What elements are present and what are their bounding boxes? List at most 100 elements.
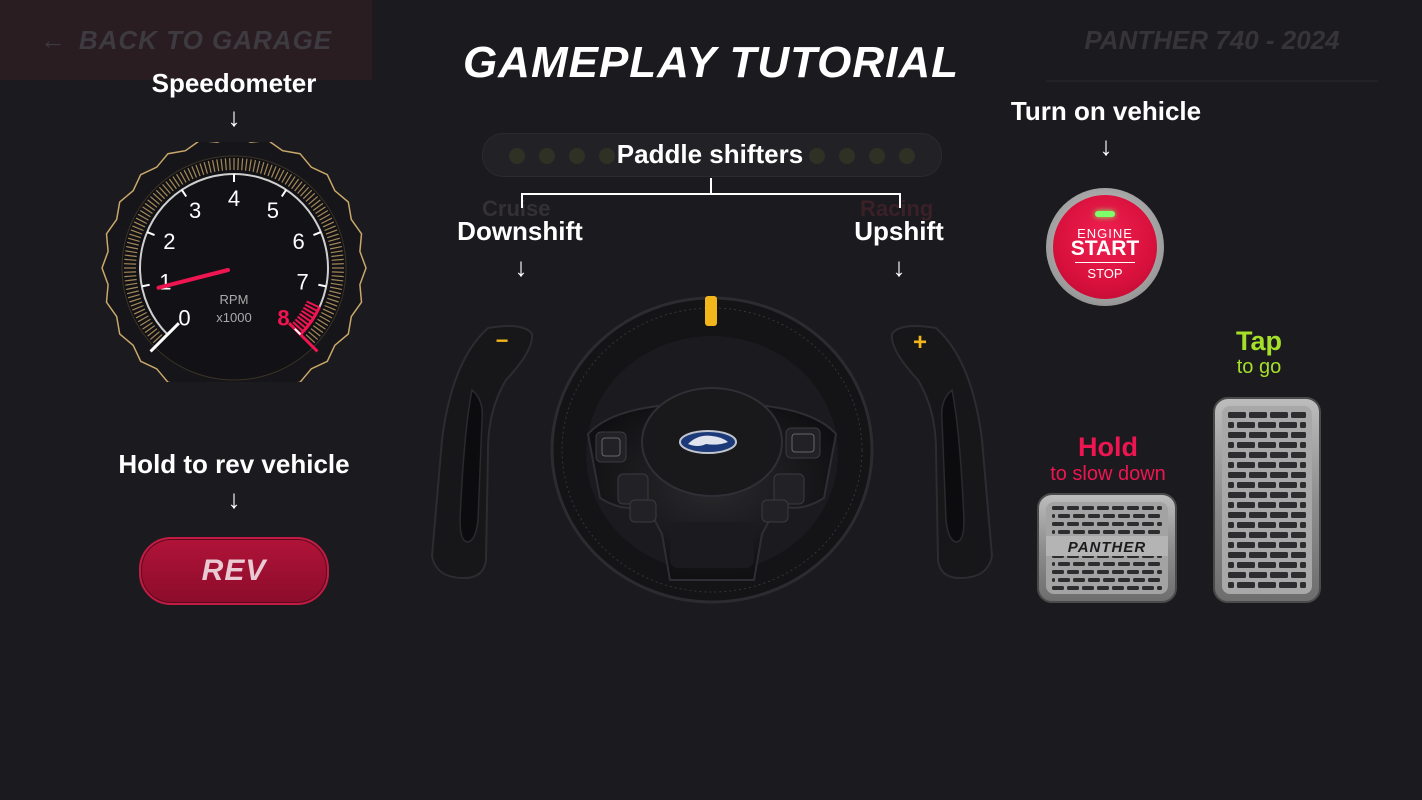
car-name: PANTHER 740 - 2024 (1046, 0, 1378, 82)
gauge-minor-tick (129, 297, 141, 303)
pedal-grip-slot (1148, 578, 1160, 582)
page-title: GAMEPLAY TUTORIAL (462, 38, 960, 87)
stop-text: STOP (1087, 266, 1123, 281)
pedal-grip-slot (1052, 514, 1055, 518)
racing-hint: Racing (860, 196, 934, 221)
gas-pedal[interactable] (1212, 396, 1322, 604)
rpm-multiplier-label: x1000 (216, 310, 251, 325)
gauge-minor-tick (147, 199, 158, 208)
pedal-grip-slot (1258, 522, 1276, 528)
pedal-grip-slot (1258, 462, 1276, 468)
gauge-minor-tick (277, 169, 285, 181)
gauge-minor-tick (302, 189, 313, 200)
wheel-button[interactable] (785, 427, 821, 459)
gauge-minor-tick (315, 321, 326, 330)
pedal-grip-slot (1142, 570, 1154, 574)
gauge-major-tick (180, 189, 188, 198)
pedal-grip-slot (1052, 522, 1064, 526)
pedal-grip-slot (1279, 462, 1297, 468)
gauge-minor-tick (329, 241, 342, 246)
wheel-button[interactable] (773, 473, 805, 505)
pedal-grip-slot (1142, 506, 1154, 510)
gauge-minor-tick (199, 163, 205, 175)
pedal-grip-slot (1133, 514, 1145, 518)
pedal-grip-slot (1052, 562, 1055, 566)
gauge-minor-tick (139, 210, 151, 218)
pedal-grip-slot (1052, 578, 1055, 582)
wheel-button[interactable] (761, 499, 789, 523)
gauge-redline-tick (306, 300, 320, 309)
pedal-grip-slot (1082, 506, 1094, 510)
gauge-minor-tick (291, 178, 300, 190)
brake-pedal[interactable]: PANTHER (1036, 492, 1178, 604)
pedal-grip-slot (1103, 562, 1115, 566)
gauge-redline-tick (296, 315, 310, 326)
gauge-minor-tick (287, 176, 296, 187)
gas-title: Tap (1236, 326, 1282, 356)
gauge-minor-tick (224, 158, 227, 171)
gauge-minor-tick (168, 178, 177, 190)
pedal-grip-slot (1118, 514, 1130, 518)
shift-light (839, 148, 855, 164)
shift-light (809, 148, 825, 164)
pedal-grip-slot (1228, 452, 1246, 458)
gauge-minor-tick (331, 275, 344, 278)
pedal-grip-slot (1300, 582, 1306, 588)
gauge-minor-tick (327, 297, 339, 303)
gauge-minor-tick (152, 334, 163, 344)
back-to-garage-button[interactable]: ← BACK TO GARAGE (0, 0, 372, 80)
gauge-minor-tick (284, 173, 292, 185)
engine-start-stop-button[interactable]: ENGINE START STOP (1046, 188, 1164, 306)
downshift-paddle[interactable]: − (428, 320, 538, 582)
pedal-grip-slot (1118, 578, 1130, 582)
plus-icon: + (913, 329, 927, 356)
wheel-button[interactable] (595, 431, 627, 463)
gauge-minor-tick (248, 159, 252, 172)
pedal-grip-slot (1237, 582, 1255, 588)
rev-button[interactable]: REV (139, 537, 329, 605)
upshift-paddle[interactable]: + (886, 320, 996, 582)
gauge-minor-tick (132, 304, 144, 311)
gauge-minor-tick (331, 258, 344, 261)
engine-text: ENGINE (1077, 226, 1133, 241)
gauge-minor-tick (155, 189, 166, 200)
pedal-grip-slot (1237, 442, 1255, 448)
pedal-grip-slot (1148, 514, 1160, 518)
shift-light (569, 148, 585, 164)
gauge-minor-tick (327, 233, 339, 239)
gauge-redline-tick (299, 312, 312, 323)
gauge-minor-tick (329, 245, 343, 250)
pedal-grip-slot (1097, 506, 1109, 510)
pedal-grip-slot (1228, 492, 1246, 498)
gauge-minor-tick (130, 229, 143, 235)
cruise-hint: Cruise (482, 196, 551, 221)
steering-wheel[interactable] (548, 294, 876, 608)
gauge-minor-tick (162, 183, 171, 194)
wheel-button[interactable] (629, 499, 657, 523)
pedal-grip-slot (1058, 514, 1070, 518)
back-to-garage-label: BACK TO GARAGE (78, 24, 333, 55)
pedal-grip-slot (1237, 482, 1255, 488)
shift-light (539, 148, 555, 164)
pedal-grip-slot (1052, 586, 1064, 590)
gauge-minor-tick (137, 315, 149, 323)
pedal-grip-slot (1237, 522, 1255, 528)
arrow-down-icon: ↓ (227, 484, 241, 514)
gauge-minor-tick (331, 278, 344, 282)
arrow-down-icon: ↓ (1099, 131, 1113, 161)
gauge-minor-tick (207, 160, 212, 173)
panther-logo-icon (679, 430, 737, 454)
gauge-redline-tick (304, 303, 319, 312)
gauge-minor-tick (300, 186, 310, 197)
gauge-minor-tick (315, 206, 326, 215)
pedal-grip-slot (1097, 522, 1109, 526)
gauge-minor-tick (179, 171, 187, 183)
gauge-major-tick (166, 328, 174, 336)
pedal-grip-slot (1291, 512, 1306, 518)
pedal-grip-slot (1118, 530, 1130, 534)
gauge-minor-tick (195, 164, 201, 177)
gauge-minor-tick (176, 173, 184, 185)
pedal-grip-slot (1112, 570, 1124, 574)
engine-button-face: ENGINE START STOP (1053, 195, 1157, 299)
pedal-grip-slot (1279, 502, 1297, 508)
